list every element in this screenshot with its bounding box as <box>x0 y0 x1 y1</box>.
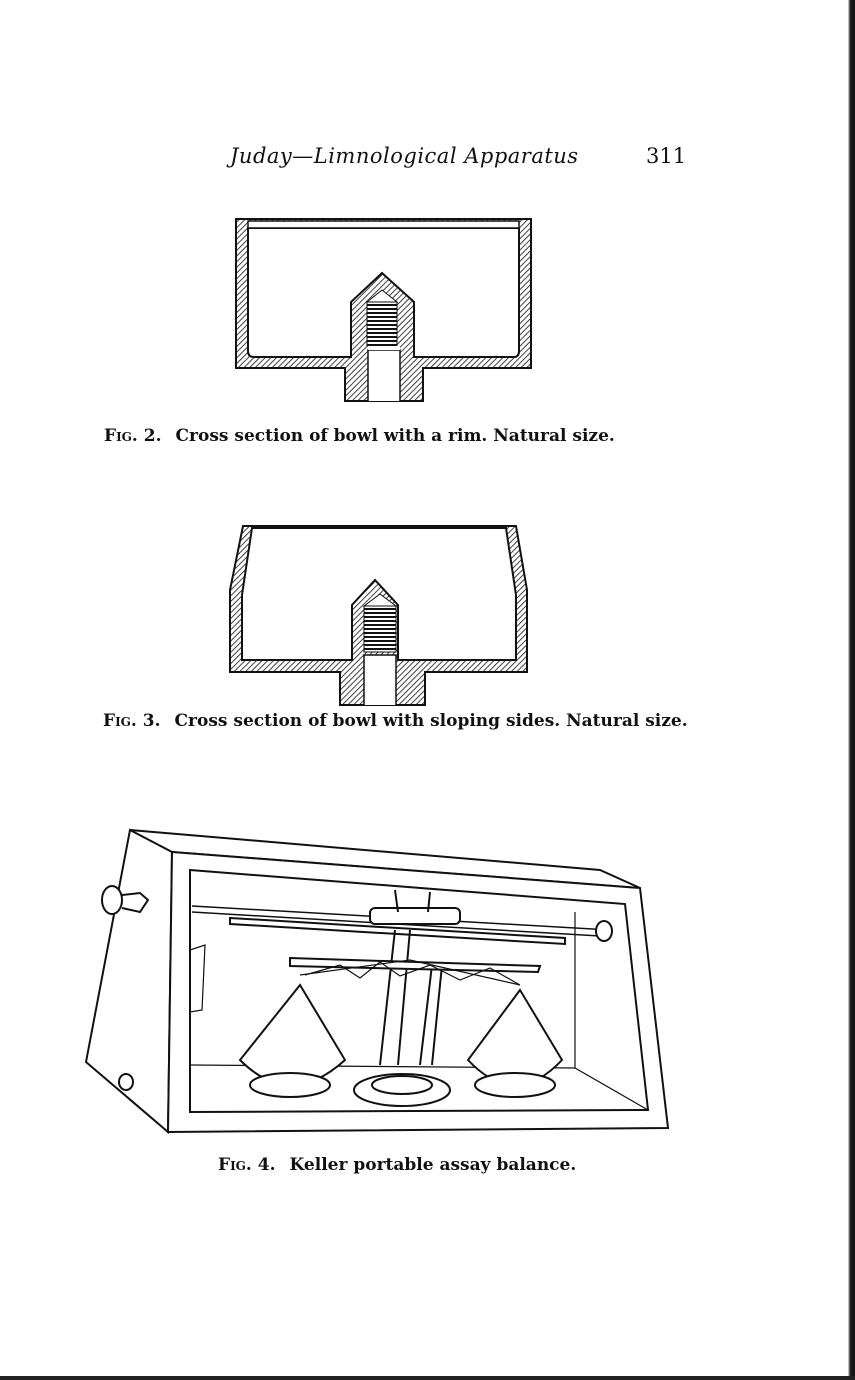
figure-2-label: Fig. 2. <box>104 426 162 446</box>
figure-2-caption-text: Cross section of bowl with a rim. Natura… <box>175 426 615 446</box>
page-number: 311 <box>646 144 687 168</box>
figure-2-caption: Fig. 2. Cross section of bowl with a rim.… <box>104 426 615 446</box>
figure-4-caption: Fig. 4. Keller portable assay balance. <box>218 1155 576 1175</box>
scan-edge-bottom <box>0 1376 855 1380</box>
figure-4-assay-balance <box>84 828 670 1135</box>
figure-3-caption-text: Cross section of bowl with sloping sides… <box>174 711 688 731</box>
figure-3-caption: Fig. 3. Cross section of bowl with slopin… <box>103 711 688 731</box>
figure-4-label: Fig. 4. <box>218 1155 276 1175</box>
figure-2-bowl-with-rim <box>235 218 532 402</box>
figure-3-label: Fig. 3. <box>103 711 161 731</box>
figure-3-bowl-sloping-sides <box>229 525 528 706</box>
running-title: Juday—Limnological Apparatus <box>230 144 579 168</box>
scan-edge-right <box>843 0 855 1380</box>
figure-4-caption-text: Keller portable assay balance. <box>289 1155 577 1175</box>
